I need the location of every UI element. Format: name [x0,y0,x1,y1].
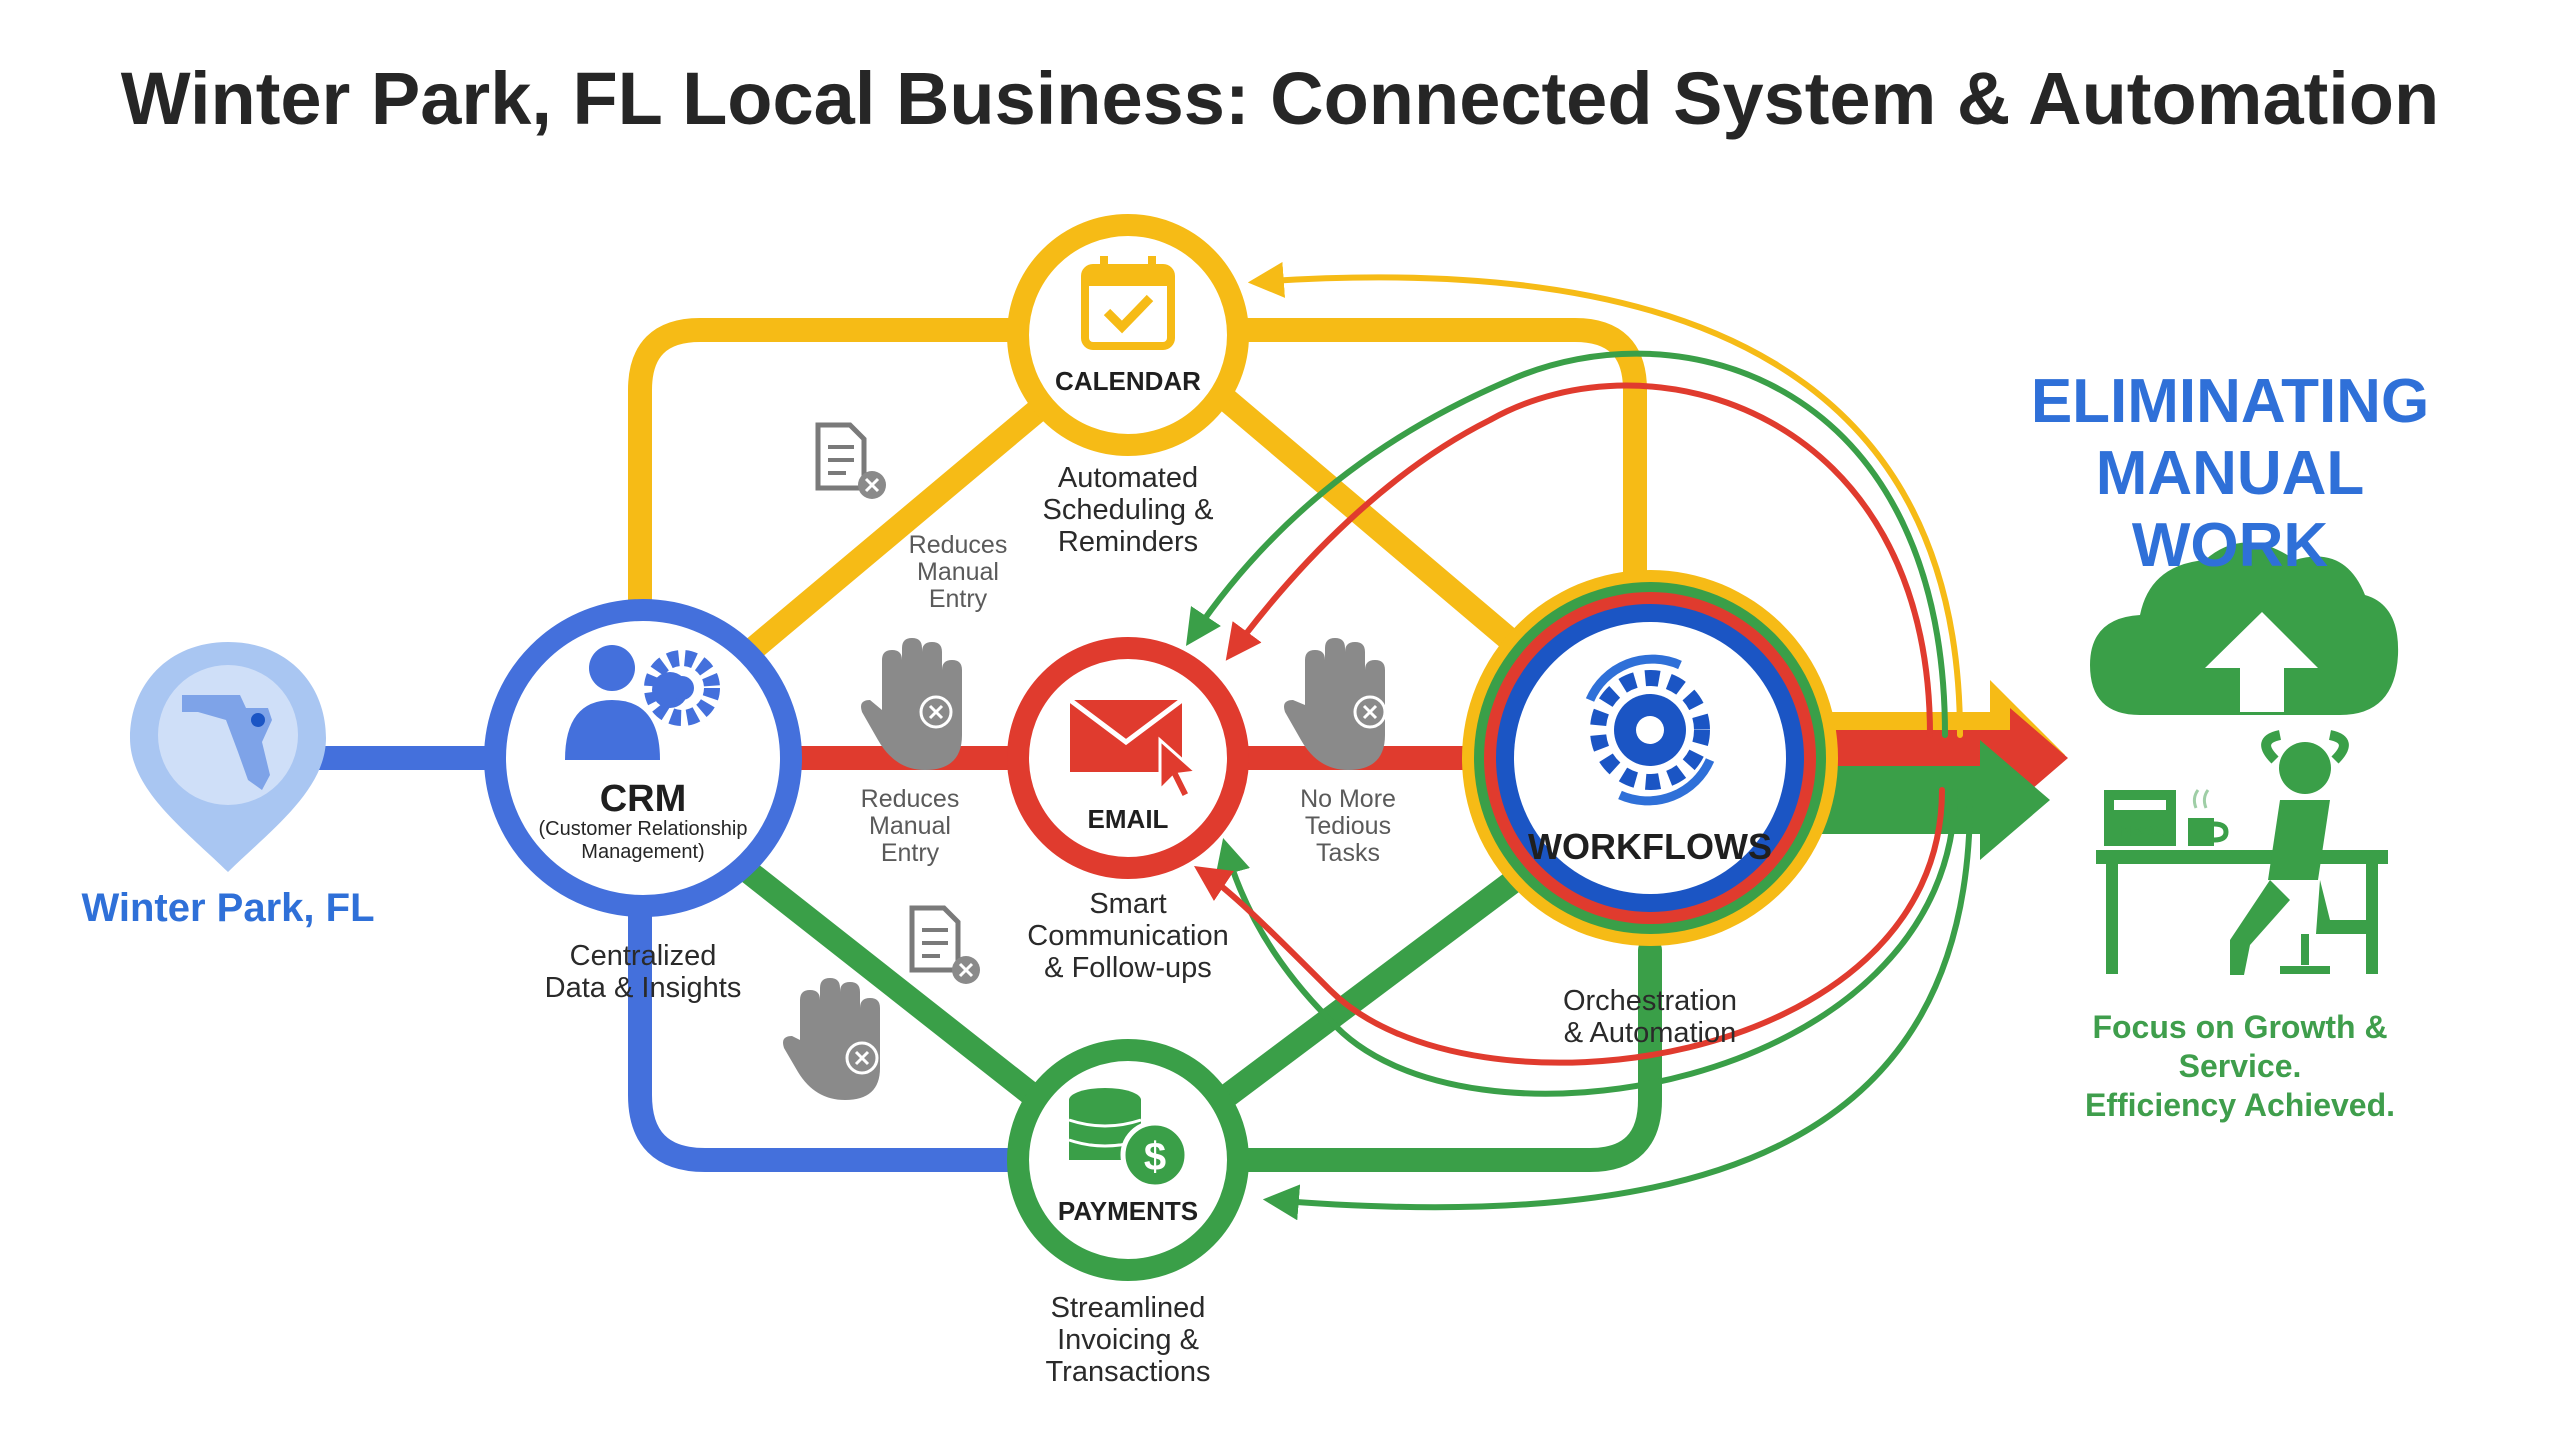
page-title: Winter Park, FL Local Business: Connecte… [120,57,2440,140]
envelope-cursor-icon [1068,698,1200,801]
document-x-icon [909,905,980,984]
connection-lines [288,318,1662,1172]
stop-hand-icon [1284,638,1387,770]
crm-label: CRM [599,778,687,820]
link-payments-workflows [1203,868,1527,1117]
document-x-icon [815,422,886,499]
link-crm-calendar [728,388,1062,672]
link-payments-workflows-outer [1213,938,1662,1172]
green-feedback-mid [1215,787,1958,1097]
stop-hand-icon [783,978,880,1100]
users-gear-icon [565,645,720,760]
inbox-tray-icon [2104,790,2176,846]
note-reduces-manual-entry-mid: Reduces Manual Entry [860,785,960,867]
green-outcome-arrow [1820,740,2050,860]
coffee-cup-icon [2188,789,2229,846]
crm-caption: Centralized Data & Insights [544,940,742,1004]
email-caption: Smart Communication & Follow-ups [1027,888,1229,984]
florida-shape-icon [182,695,272,790]
outcome-tagline: Focus on Growth & Service. Efficiency Ac… [2084,1009,2396,1123]
link-calendar-workflows [1203,378,1522,652]
workflows-label: WORKFLOWS [1528,826,1772,867]
note-reduces-manual-entry-top: Reduces Manual Entry [908,531,1008,613]
relaxing-worker-icon [2096,730,2388,975]
calendar-label: CALENDAR [1055,366,1201,396]
coins-dollar-icon: $ [1068,1088,1190,1190]
calendar-node [1007,214,1249,456]
outcome-headline: ELIMINATING MANUAL WORK [2030,367,2430,580]
link-crm-calendar-outer [628,318,1047,640]
link-crm-payments-blue [628,833,1052,1172]
cloud-upload-icon [2090,542,2399,715]
feedback-curves [1186,261,1973,1221]
email-label: EMAIL [1087,804,1169,834]
svg-text:$: $ [1144,1135,1166,1179]
green-feedback-lower [1262,797,1973,1221]
note-no-more-tedious-tasks: No More Tedious Tasks [1300,785,1396,867]
red-feedback-mid [1194,787,1945,1066]
stop-hand-icon [861,638,962,770]
link-crm-payments [728,853,1057,1117]
payments-caption: Streamlined Invoicing & Transactions [1045,1292,1211,1388]
inbox-label: INBOX [2116,823,2164,840]
email-node [1007,637,1249,879]
calendar-caption: Automated Scheduling & Reminders [1042,462,1214,558]
workflows-caption: Orchestration & Automation [1562,985,1738,1049]
calendar-check-icon [1081,256,1175,350]
workflows-node [1462,570,1838,946]
yellow-feedback-curve [1247,261,1963,738]
payments-label: PAYMENTS [1057,1196,1199,1226]
outcome-arrows [1820,680,2068,860]
payments-node: $ [1007,1039,1249,1281]
red-feedback-upper [1225,382,1933,738]
location-pin-icon [130,642,326,872]
green-feedback-upper [1186,350,1948,738]
crm-node [484,599,802,917]
location-label: Winter Park, FL [81,886,375,930]
crm-sublabel: (Customer Relationship Management) [538,818,748,863]
gear-cycle-icon [1585,654,1715,806]
